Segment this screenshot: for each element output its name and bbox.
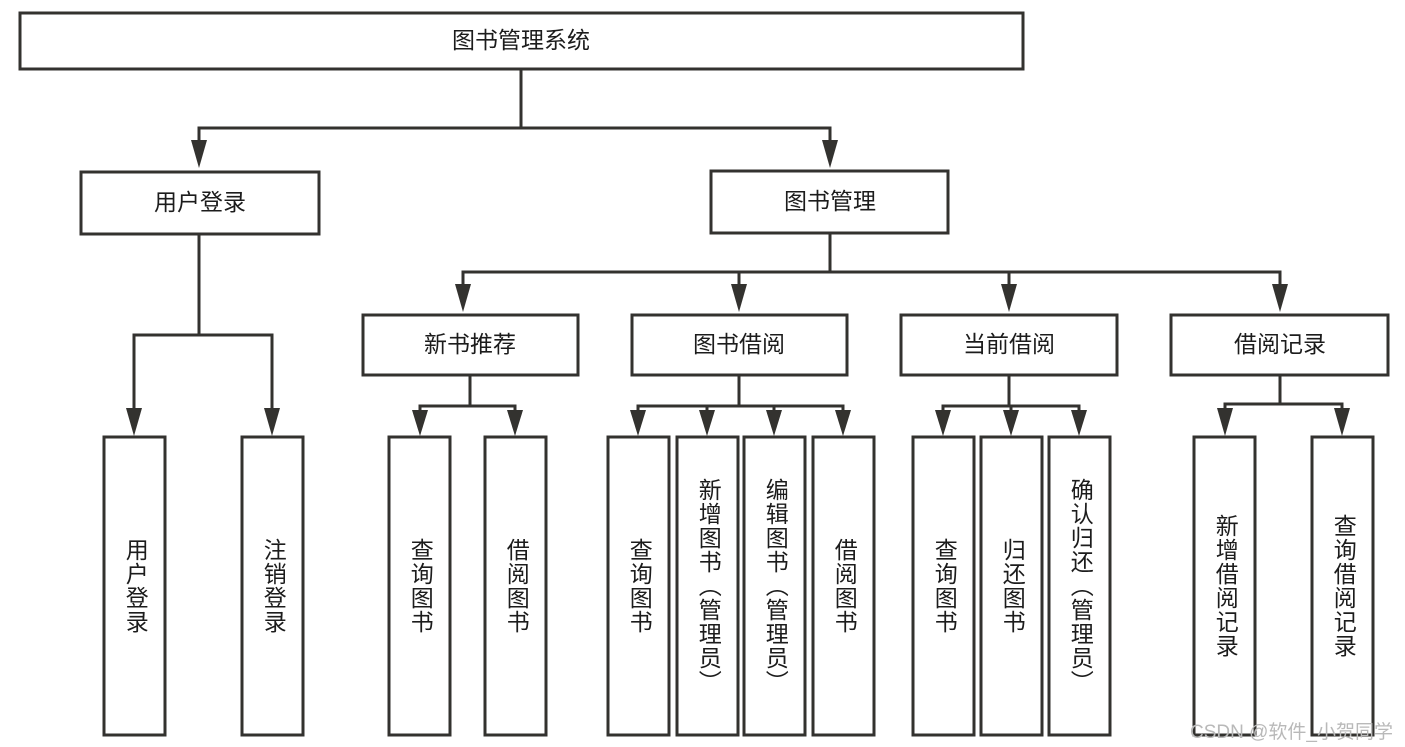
arrowhead-leaf-borrow-book-2 <box>835 410 851 436</box>
arrowhead-book-borrow <box>731 284 747 312</box>
node-new-book-recommend-box[interactable] <box>361 313 580 377</box>
node-borrow-record-label: 借阅记录 <box>1234 331 1326 357</box>
edges-new-book-to-leaves <box>412 373 523 436</box>
arrowhead-leaf-user-login <box>126 408 142 436</box>
arrowhead-leaf-query-record <box>1334 408 1350 436</box>
arrowhead-leaf-add-record <box>1217 408 1233 436</box>
edges-book-manage-to-level3 <box>455 231 1288 312</box>
node-book-borrow-label: 图书借阅 <box>693 331 785 357</box>
node-leaf-query-book-2-box[interactable] <box>606 435 671 737</box>
node-leaf-edit-book-box[interactable] <box>742 435 807 737</box>
node-leaf-confirm-return-box[interactable] <box>1047 435 1112 737</box>
node-root-box[interactable] <box>18 11 1025 71</box>
arrowhead-leaf-query-book-1 <box>412 410 428 436</box>
node-leaf-query-book-3-box[interactable] <box>911 435 976 737</box>
edges-current-borrow-to-leaves <box>935 373 1087 436</box>
node-root[interactable]: 图书管理系统 <box>18 11 1025 71</box>
edges-borrow-record-to-leaves <box>1217 373 1350 436</box>
node-leaf-logout-login-box[interactable] <box>240 435 305 737</box>
arrowhead-leaf-query-book-3 <box>935 410 951 436</box>
arrowhead-leaf-add-book <box>699 410 715 436</box>
node-leaf-add-book-box[interactable] <box>675 435 740 737</box>
node-book-manage-label: 图书管理 <box>784 188 876 214</box>
node-borrow-record-box[interactable] <box>1169 313 1390 377</box>
leaf-boxes <box>102 435 1375 737</box>
node-leaf-add-record-box[interactable] <box>1192 435 1257 737</box>
arrowhead-leaf-borrow-book-1 <box>507 410 523 436</box>
edges-book-borrow-to-leaves <box>630 373 851 436</box>
node-leaf-user-login-box[interactable] <box>102 435 167 737</box>
arrowhead-borrow-record <box>1272 284 1288 312</box>
node-current-borrow[interactable]: 当前借阅 <box>899 313 1119 377</box>
node-new-book-recommend-label: 新书推荐 <box>424 331 516 357</box>
node-book-borrow-box[interactable] <box>630 313 849 377</box>
node-leaf-return-book-box[interactable] <box>979 435 1044 737</box>
node-root-label: 图书管理系统 <box>452 27 590 53</box>
arrowhead-book-manage <box>822 140 838 168</box>
node-leaf-borrow-book-2-box[interactable] <box>811 435 876 737</box>
node-current-borrow-label: 当前借阅 <box>963 331 1055 357</box>
csdn-watermark: CSDN @软件_小贺同学 <box>1190 722 1393 743</box>
node-book-borrow[interactable]: 图书借阅 <box>630 313 849 377</box>
edges-root-to-level2 <box>191 67 838 168</box>
arrowhead-leaf-edit-book <box>766 410 782 436</box>
edges-user-login-to-leaves <box>126 232 280 436</box>
node-user-login[interactable]: 用户登录 <box>79 170 321 236</box>
node-book-manage[interactable]: 图书管理 <box>709 169 950 235</box>
node-current-borrow-box[interactable] <box>899 313 1119 377</box>
arrowhead-current-borrow <box>1001 284 1017 312</box>
node-new-book-recommend[interactable]: 新书推荐 <box>361 313 580 377</box>
node-leaf-query-record-box[interactable] <box>1310 435 1375 737</box>
node-book-manage-box[interactable] <box>709 169 950 235</box>
arrowhead-user-login <box>191 140 207 168</box>
node-borrow-record[interactable]: 借阅记录 <box>1169 313 1390 377</box>
node-user-login-box[interactable] <box>79 170 321 236</box>
arrowhead-leaf-logout-login <box>264 408 280 436</box>
arrowhead-leaf-query-book-2 <box>630 410 646 436</box>
node-leaf-query-book-1-box[interactable] <box>387 435 452 737</box>
arrowhead-new-book-recommend <box>455 284 471 312</box>
node-user-login-label: 用户登录 <box>154 189 246 215</box>
arrowhead-leaf-return-book <box>1003 410 1019 436</box>
node-leaf-borrow-book-1-box[interactable] <box>483 435 548 737</box>
arrowhead-leaf-confirm-return <box>1071 410 1087 436</box>
